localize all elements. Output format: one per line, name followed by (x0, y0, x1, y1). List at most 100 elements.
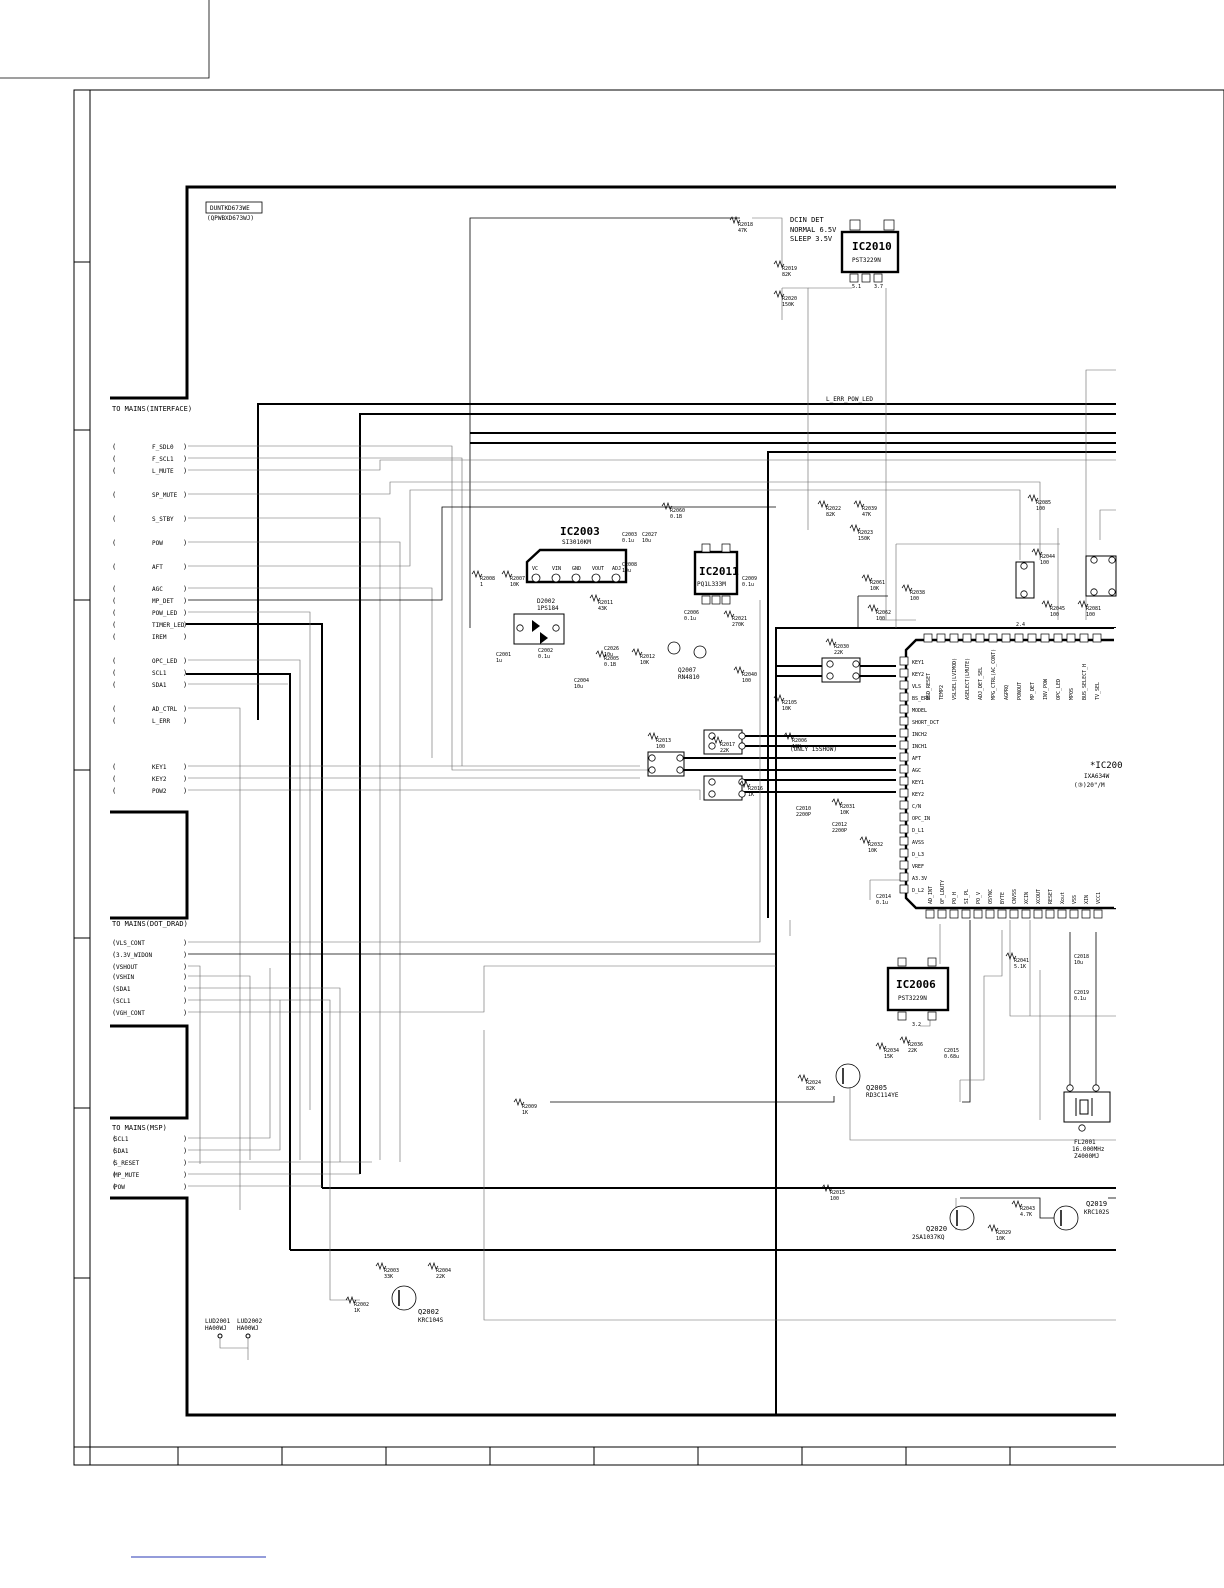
title-box (0, 0, 210, 79)
pin-paren-open: ( (112, 1009, 116, 1017)
capacitor-ref: C2004 (574, 678, 589, 684)
pin-paren-open: ( (112, 763, 116, 771)
resistor-ref: R2038 (910, 590, 925, 596)
capacitor-ref: C2026 (604, 646, 619, 652)
main-ic-pin (899, 788, 909, 798)
resistor-ref: R2020 (782, 296, 797, 302)
main-ic-body (904, 628, 1118, 910)
main-ic-name: *IC200 (1090, 761, 1123, 771)
terminal-circle (516, 624, 524, 632)
resistor-value: 100 (910, 596, 919, 602)
terminal-circle (1090, 556, 1098, 564)
resistor-value: 10K (782, 706, 791, 712)
resistor-ref: R2002 (354, 1302, 369, 1308)
voltage-value: 3.7 (874, 284, 883, 290)
ic2006-name: IC2006 (896, 978, 936, 991)
main-ic-pin-label-top: MP_DET (1030, 682, 1036, 700)
terminal-circle (1092, 1084, 1100, 1092)
capacitor-ref: C2015 (944, 1048, 959, 1054)
main-ic-pin-label-bottom: OF_LDUTY (940, 880, 946, 904)
resistor-symbol (589, 593, 601, 603)
unit-label-alt: (QPWBXD673WJ) (207, 215, 254, 222)
pin-paren-close: ) (183, 443, 187, 451)
ic2010-name: IC2010 (852, 240, 892, 253)
main-ic-pin-label-top: OSD_RESET (926, 673, 932, 700)
connector-pin-label: MP_DET (152, 598, 174, 605)
main-ic-pin (949, 909, 959, 919)
resistor-ref: R2003 (384, 1268, 399, 1274)
resistor-symbol (773, 289, 785, 299)
resistor-ref: R2040 (742, 672, 757, 678)
resistor-value: 43K (598, 606, 607, 612)
resistor-symbol (1027, 493, 1039, 503)
pin-paren-open: ( (112, 515, 116, 523)
resistor-symbol (1005, 951, 1017, 961)
resistor-symbol (647, 731, 659, 741)
main-ic-pin-label-left: D_L3 (912, 852, 924, 858)
main-ic-pin-label-left: VREF (912, 864, 924, 870)
resistor-symbol (853, 499, 865, 509)
resistor-ref: R2006 (792, 738, 807, 744)
main-ic-pin-label-left: KEY1 (912, 780, 924, 786)
pin-paren-open: ( (112, 467, 116, 475)
main-ic-pin-label-bottom: VSS (1072, 895, 1078, 904)
main-ic-pin (961, 909, 971, 919)
resistor-ref: R2061 (870, 580, 885, 586)
resistor-symbol (859, 835, 871, 845)
main-ic-pin-label-left: INCH2 (912, 732, 927, 738)
main-ic-pin-label-left: INCH1 (912, 744, 927, 750)
pin-paren-open: ( (112, 997, 116, 1005)
resistor-value: 100 (1040, 560, 1049, 566)
main-ic-pin (899, 776, 909, 786)
pin-paren-close: ) (183, 763, 187, 771)
d2002-part: 1PS184 (537, 605, 559, 612)
connector-pin-label: VSHOUT (116, 964, 138, 971)
dcin-normal: NORMAL 6.5V (790, 226, 837, 234)
resistor-value: 150K (858, 536, 870, 542)
main-ic-pin (1053, 633, 1063, 643)
main-ic-pin (1066, 633, 1076, 643)
main-ic-pin (899, 680, 909, 690)
resistor-symbol (1031, 547, 1043, 557)
resistor-ref: R2044 (1040, 554, 1055, 560)
resistor-value: 100 (1036, 506, 1045, 512)
resistor-value: 15K (884, 1054, 893, 1060)
capacitor-value: 10u (1074, 960, 1083, 966)
pin-paren-open: ( (112, 563, 116, 571)
main-ic-pin-label-bottom: XIN (1084, 895, 1090, 904)
ic2011: IC2011 PQ1L333M (693, 543, 739, 605)
main-ic-pin (988, 633, 998, 643)
capacitor-value: 0.1u (684, 616, 696, 622)
resistor-value: 100 (876, 616, 885, 622)
capacitor-ref: C2027 (642, 532, 657, 538)
resistor-ref: R2013 (656, 738, 671, 744)
connector-msp-title: TO MAINS(MSP) (112, 1124, 167, 1132)
connector-pin-label: TIMER_LED (152, 622, 185, 629)
main-ic-pin-label-bottom: AD_INT (928, 886, 934, 904)
pin-paren-open: ( (112, 973, 116, 981)
resistor-symbol (513, 1097, 525, 1107)
terminal-circle (708, 790, 716, 798)
pin-paren-close: ) (183, 585, 187, 593)
capacitor-value: 1u (496, 658, 502, 664)
pin-paren-close: ) (183, 775, 187, 783)
diode-d2002: D2002 1PS184 (532, 598, 559, 644)
resistor-ref: R2004 (436, 1268, 451, 1274)
main-ic-pin-label-left: D_L1 (912, 828, 924, 834)
ic2003-name: IC2003 (560, 525, 600, 538)
sheet-frame (73, 89, 1224, 1466)
pin-paren-close: ) (183, 1183, 187, 1191)
capacitor-ref: C2003 (622, 532, 637, 538)
ic2011-name: IC2011 (699, 565, 739, 578)
terminal-circle (738, 742, 746, 750)
main-ic-pin (1009, 909, 1019, 919)
transistor-q2007: Q2007 RN4810 (667, 641, 707, 681)
pin-paren-open: ( (112, 939, 116, 947)
terminal-circle (676, 766, 684, 774)
main-ic-pin-label-left: KEY1 (912, 660, 924, 666)
main-ic-pin (899, 812, 909, 822)
resistor-symbol (867, 603, 879, 613)
resistor-symbol (729, 215, 741, 225)
